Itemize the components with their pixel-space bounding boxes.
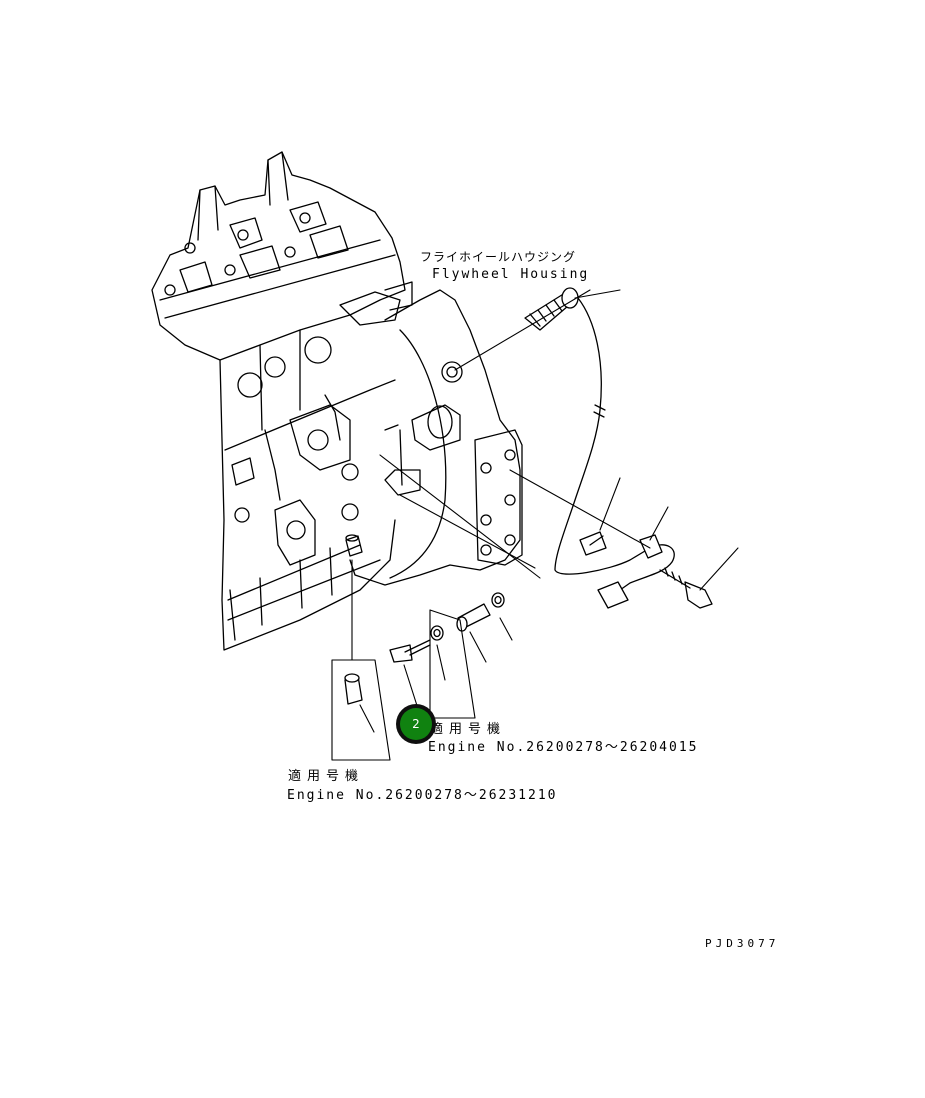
small-parts (344, 534, 505, 705)
speed-sensor (524, 287, 675, 609)
flywheel-housing (349, 289, 523, 586)
leader-lines (331, 289, 739, 761)
part-callout-marker[interactable]: 2 (396, 704, 436, 744)
engine-range-label-1: Engine No.26200278～26204015 (428, 740, 699, 755)
drawing-code: PJD3077 (705, 937, 780, 950)
engine-block (151, 151, 413, 651)
flywheel-housing-label-jp: フライホイールハウジング (420, 250, 577, 264)
engine-range-label-2: Engine No.26200278～26231210 (287, 788, 558, 803)
flywheel-housing-label-en: Flywheel Housing (432, 267, 590, 282)
mounting-bolt (659, 567, 713, 609)
part-callout-number: 2 (400, 708, 432, 740)
applicable-label-2: 適用号機 (288, 769, 365, 784)
applicable-label-1: 適用号機 (430, 722, 507, 737)
